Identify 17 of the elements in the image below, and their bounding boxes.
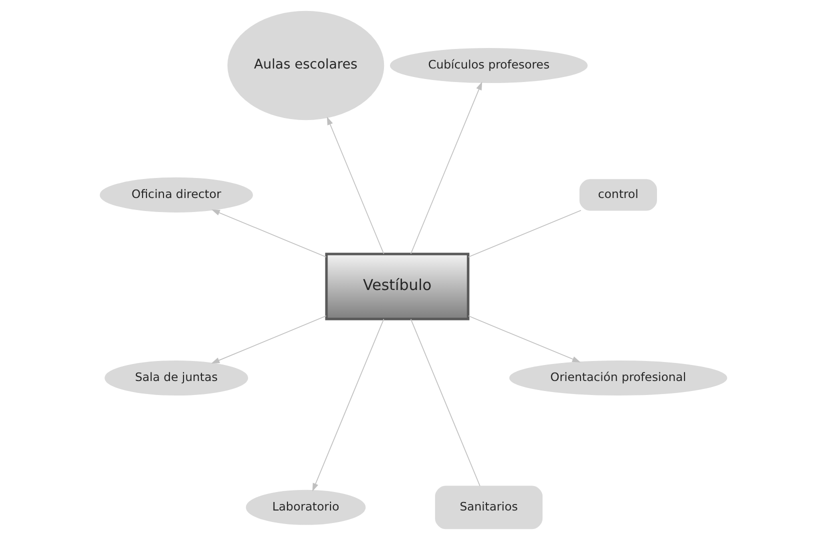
node-ellipse: Laboratorio bbox=[245, 490, 366, 525]
arrow bbox=[210, 316, 326, 364]
node-box: Vestíbulo bbox=[324, 252, 469, 320]
node-ellipse: Sala de juntas bbox=[104, 360, 248, 396]
arrow bbox=[468, 316, 580, 362]
node-ellipse: Oficina director bbox=[99, 177, 252, 212]
node-box: control bbox=[578, 179, 656, 211]
connector bbox=[468, 210, 581, 258]
arrow bbox=[410, 82, 482, 254]
arrow bbox=[326, 116, 384, 254]
arrow bbox=[312, 318, 384, 492]
node-ellipse: Cubículos profesores bbox=[389, 48, 588, 84]
node-box: Sanitarios bbox=[434, 486, 542, 530]
connector bbox=[410, 318, 480, 486]
arrow bbox=[211, 210, 326, 258]
node-ellipse: Orientación profesional bbox=[508, 360, 727, 396]
node-ellipse: Aulas escolares bbox=[226, 10, 384, 120]
